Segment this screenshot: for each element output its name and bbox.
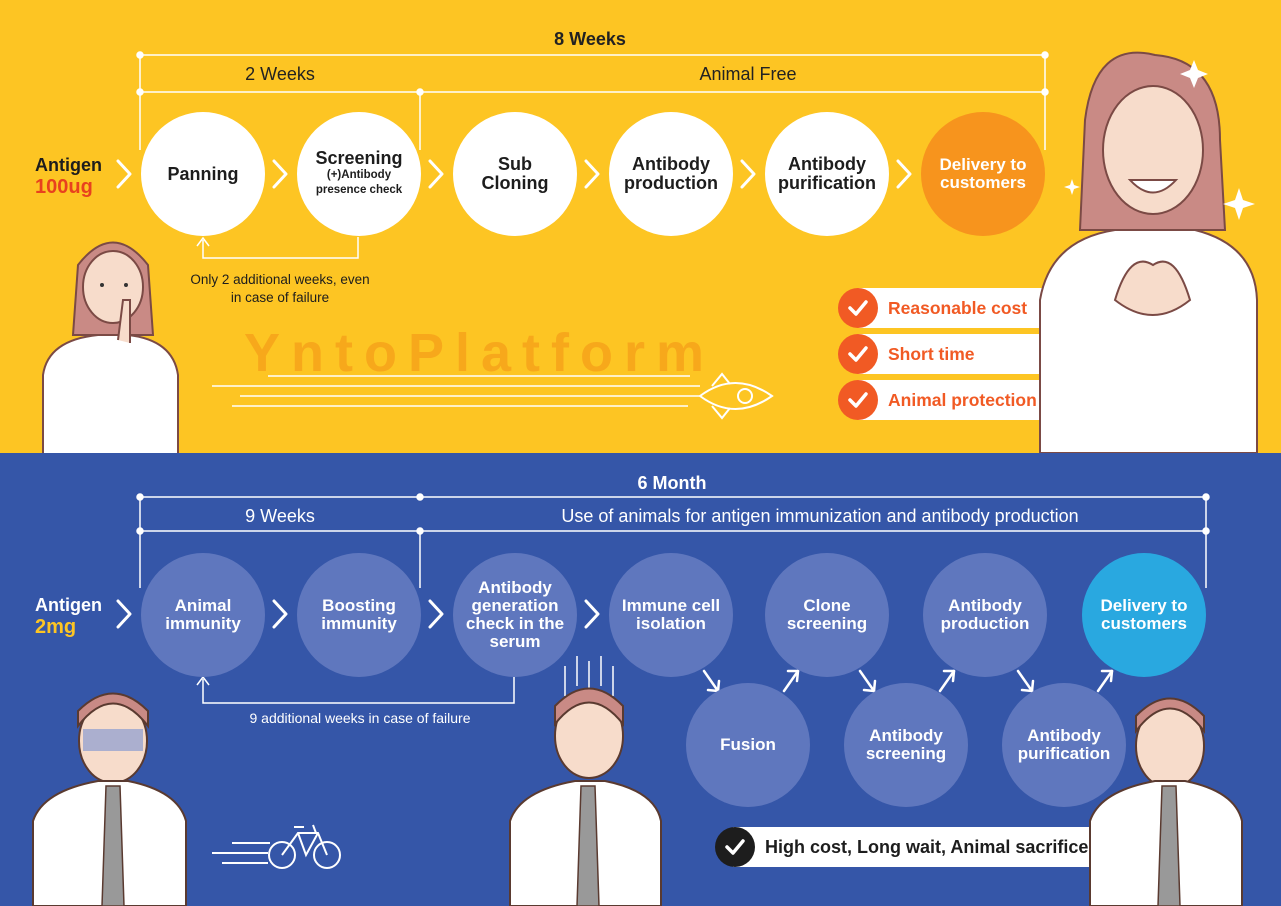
step-antibody-screening: Antibody screening [844, 683, 968, 807]
step-immune-cell-isolation: Immune cell isolation [609, 553, 733, 677]
bottom-timeline-lines [116, 493, 1210, 869]
drawback-row: High cost, Long wait, Animal sacrifice [733, 827, 1093, 867]
step-boosting-immunity: Boosting immunity [297, 553, 421, 677]
step-clone-screening: Clone screening [765, 553, 889, 677]
antigen-amount: 100ug [35, 176, 93, 198]
top-timeline-lines [116, 51, 1049, 420]
step-sub-cloning: Sub Cloning [453, 112, 577, 236]
platform-name: YntoPlatform [244, 323, 716, 383]
step-antibody-generation-check: Antibody generation check in the serum [453, 553, 577, 677]
phase1-duration-label: 9 Weeks [245, 506, 315, 526]
benefit-row: Short time [858, 334, 1048, 374]
tired-man-illustration [509, 656, 662, 906]
top-panel: 8 Weeks 2 Weeks Animal Free Antigen 100u… [0, 0, 1281, 466]
step-delivery: Delivery to customers [921, 112, 1045, 236]
step-fusion: Fusion [686, 683, 810, 807]
step-screening: Screening (+)Antibody presence check [297, 112, 421, 236]
benefit-row: Reasonable cost [858, 288, 1048, 328]
check-icon [838, 380, 878, 420]
total-duration-label: 6 Month [637, 473, 707, 493]
antigen-label: Antigen [35, 595, 102, 615]
step-antibody-purification: Antibody purification [765, 112, 889, 236]
step-antibody-purification: Antibody purification [1002, 683, 1126, 807]
step-antibody-production: Antibody production [923, 553, 1047, 677]
benefit-label: Reasonable cost [888, 297, 1028, 318]
benefit-row: Animal protection [858, 380, 1068, 420]
loop-note: Only 2 additional weeks, even in case of… [190, 272, 370, 305]
benefit-label: Animal protection [888, 389, 1037, 410]
phase2-label: Animal Free [699, 64, 797, 84]
happy-woman-illustration [1039, 51, 1258, 454]
benefit-label: Short time [888, 343, 975, 364]
drawback-label: High cost, Long wait, Animal sacrifice [765, 836, 1089, 857]
thinking-woman-illustration [42, 241, 179, 466]
bottom-panel: 6 Month 9 Weeks Use of animals for antig… [0, 453, 1281, 906]
step-delivery: Delivery to customers [1082, 553, 1206, 677]
loop-note: 9 additional weeks in case of failure [249, 710, 471, 726]
sad-man-illustration [1089, 697, 1243, 906]
angry-man-illustration [32, 692, 187, 906]
step-animal-immunity: Animal immunity [141, 553, 265, 677]
check-icon [838, 288, 878, 328]
step-panning: Panning [141, 112, 265, 236]
antigen-label: Antigen [35, 155, 102, 175]
step-antibody-production: Antibody production [609, 112, 733, 236]
check-icon [838, 334, 878, 374]
check-icon [715, 827, 755, 867]
antigen-amount: 2mg [35, 616, 77, 638]
phase1-duration-label: 2 Weeks [245, 64, 315, 84]
phase2-label: Use of animals for antigen immunization … [561, 506, 1079, 526]
